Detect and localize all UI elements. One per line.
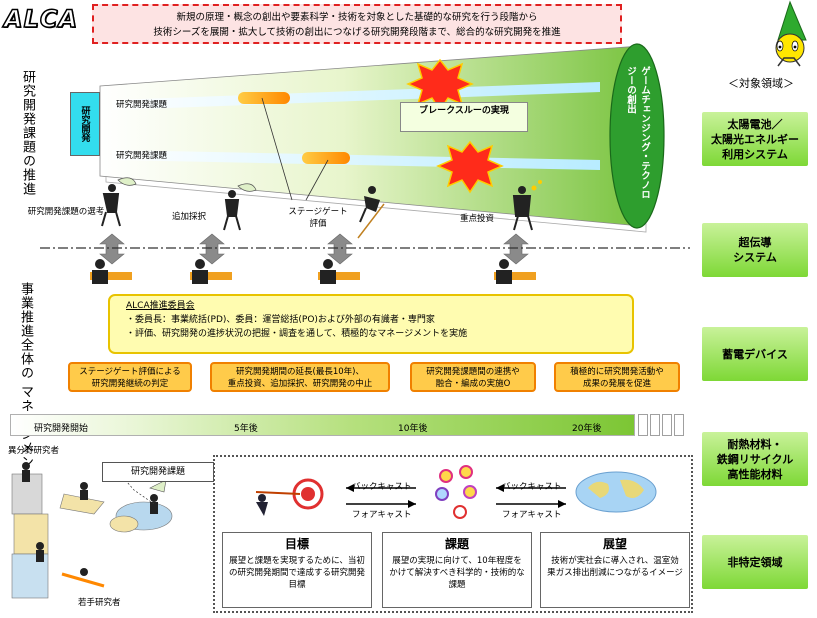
card-issue-title: 課題 (444, 537, 469, 551)
backcast-label-1: バックキャスト (352, 482, 412, 492)
track-label-2: 研究開発課題 (116, 151, 168, 161)
person-icon (36, 542, 44, 550)
domain-superconductor: 超伝導 システム (702, 223, 808, 277)
domain-materials: 耐熱材料・ 鉄鋼リサイクル 高性能材料 (702, 432, 808, 486)
arrow-icon (327, 233, 353, 265)
arrow-left-icon (346, 484, 354, 492)
timeline-tick (662, 414, 672, 436)
timeline-5y: 5年後 (234, 424, 258, 434)
breakthrough-box: ブレークスルーの実現 (400, 102, 528, 132)
card-vision: 展望 技術が実社会に導入され、温室効果ガス排出削減につながるイメージ (540, 532, 690, 608)
mgmt-box-stage-gate: ステージゲート評価による 研究開発継続の判定 (68, 362, 192, 392)
rd-promotion-label: 研究開発課題の推進 (20, 70, 35, 196)
backcast-label-2: バックキャスト (502, 482, 562, 492)
timeline-10y: 10年後 (398, 424, 428, 434)
forecast-label-1: フォアキャスト (352, 510, 412, 520)
forecast-label-2: フォアキャスト (502, 510, 562, 520)
business-mgmt-label: 事業推進全体の マネージメント (18, 282, 33, 484)
person-icon (150, 494, 158, 502)
rd-topic-callout: 研究開発課題 (102, 462, 214, 482)
game-changing-text: ゲームチェンジング・テクノロジーの創出 (625, 66, 650, 199)
arrow-icon (99, 233, 125, 265)
person-icon (80, 568, 88, 576)
burst-icon (436, 140, 504, 194)
card-issue: 課題 展望の実現に向けて、10年程度をかけて解決すべき科学的・技術的な課題 (382, 532, 532, 608)
runner-arrow-icon (255, 491, 301, 495)
card-goal: 目標 展望と課題を実現するために、当初の研究開発期間で達成する研究開発目標 (222, 532, 372, 608)
young-researchers-label: 若手研究者 (78, 598, 121, 608)
mgmt-box-promotion: 積極的に研究開発活動や 成果の発展を促進 (554, 362, 680, 392)
arrow-left-icon (496, 484, 504, 492)
domains-header: ＜対象領域＞ (728, 77, 794, 90)
card-vision-body: 技術が実社会に導入され、温室効果ガス排出削減につながるイメージ (547, 556, 683, 578)
track-label-1: 研究開発課題 (116, 100, 168, 110)
arrow-icon (503, 233, 529, 265)
card-vision-title: 展望 (602, 537, 627, 551)
progress-bar-2 (302, 152, 350, 164)
event-priority: 重点投資 (460, 214, 495, 224)
arrow-right-icon (558, 500, 566, 508)
mascot-icon (775, 0, 807, 67)
flag-icon (237, 183, 257, 192)
manager-icon (90, 259, 132, 284)
researchers-illustration (11, 462, 173, 599)
arrow-right-icon (408, 500, 416, 508)
alca-committee-title: ALCA推進委員会 (126, 301, 195, 311)
manager-icon (494, 259, 536, 284)
person-icon (518, 186, 526, 194)
flag-icon (149, 479, 167, 493)
person-icon (22, 462, 30, 470)
timeline-tick (674, 414, 684, 436)
manager-icon (318, 259, 360, 284)
card-goal-title: 目標 (284, 537, 309, 551)
pole-icon (357, 203, 385, 239)
person-icon (228, 190, 236, 198)
event-selection: 研究開発課題の選考 (27, 207, 105, 217)
alca-committee: ALCA推進委員会 ・委員長：事業統括(PD)、委員：運営総括(PO)および外部… (108, 294, 634, 354)
alca-committee-line1: ・委員長：事業統括(PD)、委員：運営総括(PO)および外部の有識者・専門家 (126, 315, 435, 325)
card-goal-body: 展望と課題を実現するために、当初の研究開発期間で達成する研究開発目標 (229, 556, 366, 590)
timeline-start: 研究開発開始 (34, 424, 89, 434)
alca-logo: ALCA (3, 4, 79, 34)
flag-icon (117, 177, 137, 186)
person-icon (368, 186, 376, 194)
arrow-icon (199, 233, 225, 265)
mgmt-box-extension: 研究開発期間の延長(最長10年)、 重点投資、追加採択、研究開発の中止 (210, 362, 390, 392)
timeline-20y: 20年後 (572, 424, 602, 434)
timeline-tick (638, 414, 648, 436)
top-note-line1: 新規の原理・概念の創出や要素科学・技術を対象とした基礎的な研究を行う段階から (176, 12, 538, 23)
manager-icon (190, 259, 232, 284)
progress-bar-1 (238, 92, 290, 104)
top-note: 新規の原理・概念の創出や要素科学・技術を対象とした基礎的な研究を行う段階から 技… (92, 4, 622, 44)
game-changing-oval (609, 43, 665, 229)
person-icon (80, 482, 88, 490)
top-note-line2: 技術シーズを展開・拡大して技術の創出につなげる研究開発段階まで、総合的な研究開発… (153, 27, 561, 38)
timeline-tick (650, 414, 660, 436)
card-issue-body: 展望の実現に向けて、10年程度をかけて解決すべき科学的・技術的な課題 (389, 556, 525, 590)
event-stage-gate: ステージゲート評価 (288, 207, 348, 229)
kayak-icon (61, 572, 105, 588)
world-map-icon (575, 471, 657, 513)
rd-flag: 研究開発 (70, 92, 100, 156)
figure-row (40, 177, 690, 284)
domain-unspecified: 非特定領域 (702, 535, 808, 589)
timeline-bar (10, 414, 635, 436)
mgmt-box-collaboration: 研究開発課題間の連携や 融合・編成の実施O (410, 362, 536, 392)
domain-solar: 太陽電池／ 太陽光エネルギー 利用システム (702, 112, 808, 166)
event-additional: 追加採択 (172, 212, 207, 222)
medal-cluster-icon (435, 465, 477, 519)
domain-storage: 蓄電デバイス (702, 327, 808, 381)
person-icon (108, 184, 116, 192)
diverse-researchers-label: 異分野研究者 (8, 446, 60, 456)
concept-icons (255, 465, 657, 519)
alca-committee-line2: ・評価、研究開発の進捗状況の把握・調査を通して、積極的なマネージメントを実施 (126, 329, 468, 339)
